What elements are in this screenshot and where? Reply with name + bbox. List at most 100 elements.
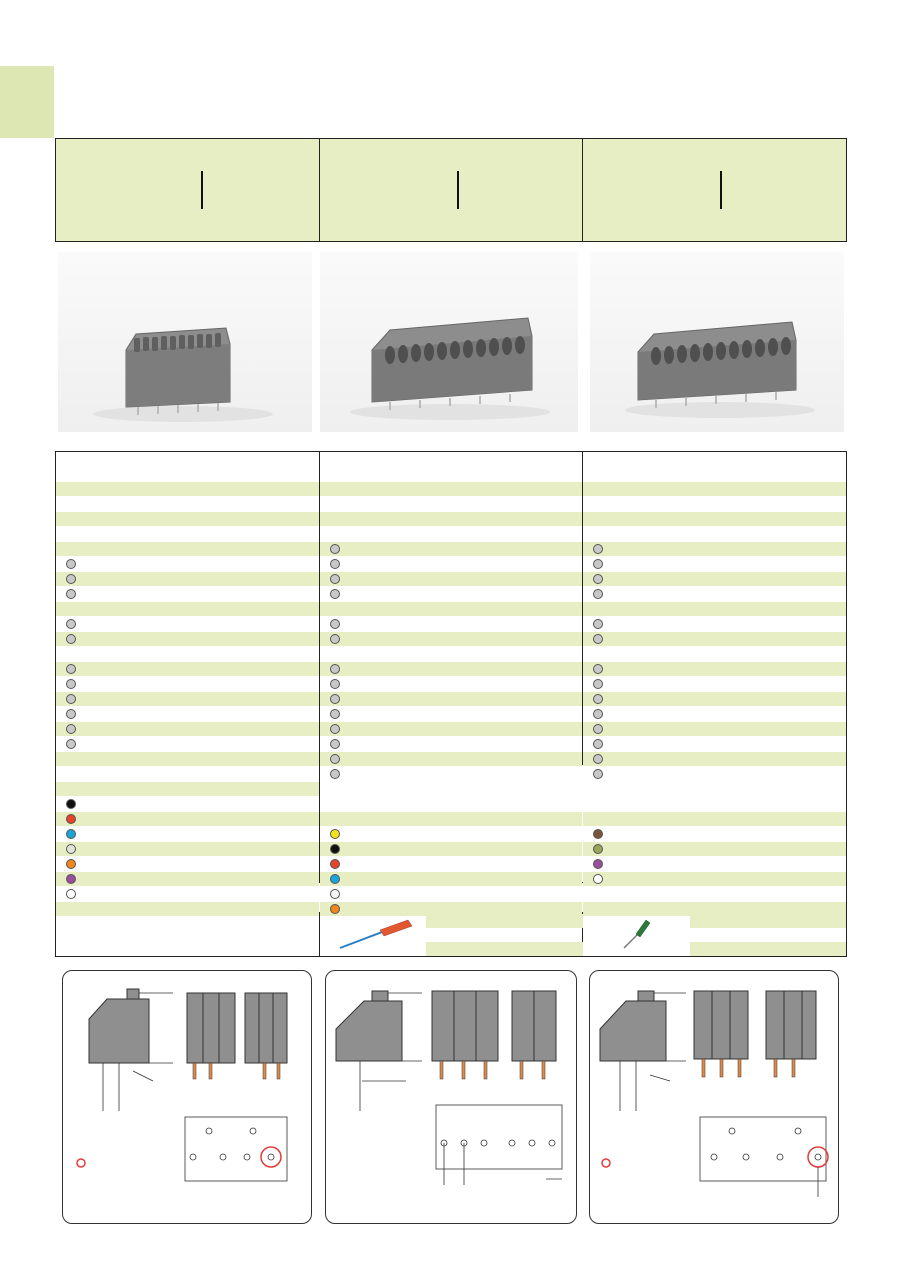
tool-row [690,914,846,928]
header-divider-mark [201,171,203,209]
table-row [583,872,846,886]
gray-option-dot [330,559,340,569]
gray-option-dot [66,559,76,569]
table-row [583,812,846,826]
table-row [320,872,582,886]
gray-option-dot [593,544,603,554]
gray-option-dot [330,739,340,749]
table-row [320,902,582,916]
color-option-dot [66,814,76,824]
table-row [583,662,846,676]
gray-option-dot [330,724,340,734]
gray-option-dot [66,724,76,734]
table-row [320,722,582,736]
color-option-dot [330,844,340,854]
dimension-drawing-3 [589,970,839,1224]
gray-option-dot [330,664,340,674]
screwdriver-orange-icon [328,914,424,954]
color-option-dot [593,874,603,884]
table-row [320,602,582,616]
section-tab [0,66,54,138]
table-row [56,482,319,496]
gray-option-dot [593,679,603,689]
color-option-dot [66,874,76,884]
gray-option-dot [593,709,603,719]
gray-option-dot [330,769,340,779]
gray-option-dot [593,664,603,674]
table-row [583,842,846,856]
column-divider [319,912,320,956]
table-row [320,482,582,496]
gray-option-dot [593,559,603,569]
table-row [56,902,319,916]
gray-option-dot [593,694,603,704]
table-row [320,632,582,646]
gray-option-dot [66,634,76,644]
header-cell-1 [56,139,320,241]
gray-option-dot [593,619,603,629]
header-cell-2 [320,139,584,241]
table-row [320,752,582,766]
gray-option-dot [593,589,603,599]
gray-option-dot [66,709,76,719]
product-table [55,451,847,957]
table-row [56,752,319,766]
column-header-3 [583,452,846,483]
screwdriver-green-icon [594,914,688,954]
header-divider-mark [456,171,459,209]
table-row [583,602,846,616]
gray-option-dot [66,619,76,629]
column-header-2 [320,452,583,483]
table-row [320,662,582,676]
table-row [56,782,319,796]
table-row [583,632,846,646]
color-option-dot [66,859,76,869]
gray-option-dot [66,694,76,704]
gray-option-dot [66,679,76,689]
color-option-dot [330,859,340,869]
gray-option-dot [593,769,603,779]
product-photo-3 [590,252,844,432]
table-row [56,602,319,616]
table-row [56,542,319,556]
table-row [320,572,582,586]
dimension-drawing-1 [62,970,312,1224]
color-option-dot [330,829,340,839]
table-row [583,692,846,706]
color-option-dot [66,799,76,809]
table-row [583,572,846,586]
tool-row [426,942,583,956]
gray-option-dot [330,544,340,554]
product-photo-1 [58,252,312,432]
gray-option-dot [593,634,603,644]
product-photo-2 [320,252,578,432]
color-option-dot [593,859,603,869]
gray-option-dot [593,724,603,734]
gray-option-dot [330,679,340,689]
table-row [56,872,319,886]
gray-option-dot [593,574,603,584]
table-row [56,722,319,736]
gray-option-dot [66,574,76,584]
table-row [583,752,846,766]
table-row [56,662,319,676]
color-option-dot [330,904,340,914]
header-box [55,138,847,242]
table-row [583,512,846,526]
table-row [320,512,582,526]
color-option-dot [593,844,603,854]
table-row [320,692,582,706]
color-option-dot [330,889,340,899]
table-row [56,812,319,826]
gray-option-dot [593,754,603,764]
table-row [56,842,319,856]
column-divider [319,452,320,882]
gray-option-dot [593,739,603,749]
gray-option-dot [330,619,340,629]
header-divider-mark [720,171,723,209]
gray-option-dot [330,634,340,644]
gray-option-dot [330,709,340,719]
table-row [583,542,846,556]
dimension-drawing-2 [325,970,577,1224]
color-option-dot [66,889,76,899]
